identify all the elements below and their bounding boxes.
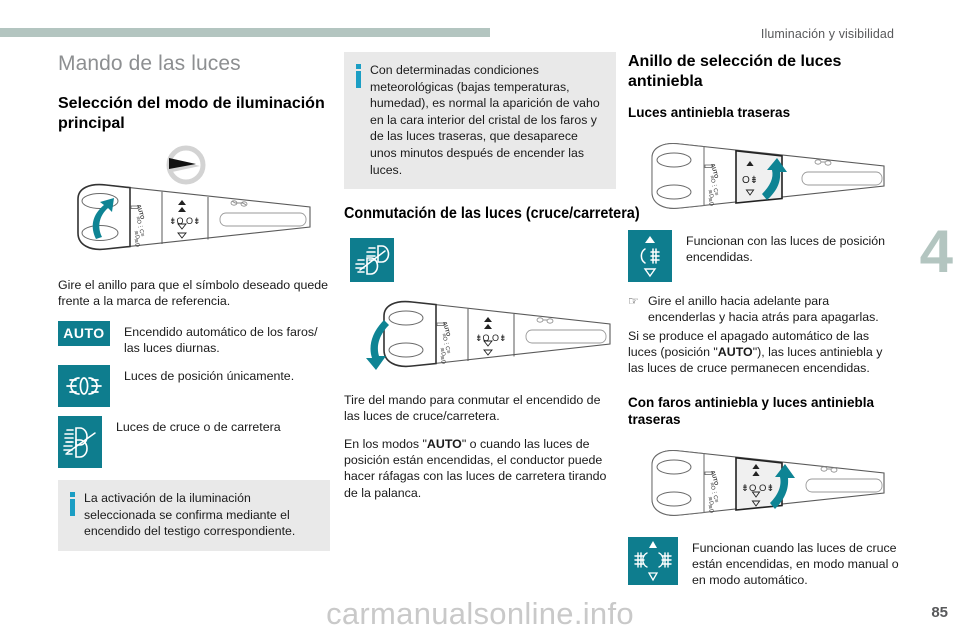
light-stalk-pull-illustration: AUTO ≡O⋮C≡ ≋D ≋D ⇟O O⇟ [344,292,616,378]
dipped-main-beam-icon [58,416,102,469]
section-title-light-control: Mando de las luces [58,52,241,75]
heading-fog-light-ring: Anillo de selección de luces antiniebla [628,53,842,90]
rear-fog-light-ring-icon [628,229,672,282]
note-box-left: La activación de la iluminación seleccio… [58,480,330,551]
auto-icon-label: AUTO [63,325,105,342]
paragraph-auto-off-bold: AUTO [717,345,753,360]
info-icon [70,492,75,518]
pointing-hand-icon: ☞ [628,293,639,308]
note-box-middle: Con determinadas condiciones meteorológi… [344,52,616,190]
column-left: Mando de las luces Selección del modo de… [58,52,330,567]
paragraph-auto-flash: En los modos "AUTO" o cuando las luces d… [344,436,616,502]
svg-text:≋D: ≋D [132,230,140,240]
paragraph-rotate-ring: Gire el anillo para que el símbolo desea… [58,278,329,309]
mode-caption-dipped-main: Luces de cruce o de carretera [116,420,281,435]
paragraph-pull-stalk: Tire del mando para conmutar el encendid… [344,392,601,424]
subheading-rear-fog-lights: Luces antiniebla traseras [628,105,791,121]
info-icon [356,64,361,90]
mode-row-dipped-main: Luces de cruce o de carretera [58,416,330,469]
chapter-number: 4 [919,218,953,285]
paragraph-auto-off-pre: Si se produce el apagado automático de l… [628,328,870,360]
page-number: 85 [931,604,948,621]
mode-caption-auto: Encendido automático de los faros/ las l… [124,324,318,355]
svg-text:≡O⋮C≡: ≡O⋮C≡ [134,216,145,237]
heading-main-lighting-mode: Selección del modo de iluminación princi… [58,95,325,132]
svg-text:⇟O O⇟: ⇟O O⇟ [741,483,774,494]
paragraph-auto-off: Si se produce el apagado automático de l… [628,328,900,377]
svg-text:≋D: ≋D [706,495,714,505]
paragraph-auto-flash-post: " o cuando las luces de posición están e… [344,436,607,500]
svg-text:≋D: ≋D [706,503,714,513]
header-accent-bar [0,28,490,37]
paragraph-auto-off-post: "), las luces antiniebla y las luces de … [628,345,883,376]
header-title: Iluminación y visibilidad [760,27,894,41]
svg-text:⇟O O⇟: ⇟O O⇟ [169,216,201,226]
svg-text:AUTO: AUTO [709,469,719,485]
position-lights-icon [58,365,110,408]
fog-row-front-rear: Funcionan cuando las luces de cruce está… [628,536,900,588]
bullet-rotate-ring: ☞ Gire el anillo hacia adelante para enc… [628,293,900,326]
fog-row-rear: Funcionan con las luces de posición ence… [628,229,900,282]
fog-caption-front-rear: Funcionan cuando las luces de cruce está… [692,540,899,587]
svg-text:≋D: ≋D [706,197,714,207]
svg-text:≡O⋮C≡: ≡O⋮C≡ [708,481,719,502]
front-rear-fog-ring-illustration: AUTO ≡O⋮C≡ ≋D ≋D ⇟O O⇟ [628,443,900,523]
note-text-middle: Con determinadas condiciones meteorológi… [370,63,600,177]
svg-text:≡O⋮C≡: ≡O⋮C≡ [708,175,719,196]
front-rear-fog-light-ring-icon [628,536,678,585]
heading-beam-switching: Conmutación de las luces (cruce/carreter… [344,205,640,223]
fog-caption-rear: Funcionan con las luces de posición ence… [686,233,886,265]
svg-text:≋D: ≋D [132,238,140,248]
paragraph-auto-flash-pre: En los modos " [344,436,427,451]
svg-text:≋D: ≋D [438,355,446,365]
svg-text:≡O⋮C≡: ≡O⋮C≡ [440,333,451,354]
mode-row-auto: AUTO Encendido automático de los faros/ … [58,320,330,356]
column-right: Anillo de selección de luces antiniebla … [628,52,900,597]
dipped-main-beam-switch-icon-wrap [350,237,616,282]
svg-text:≋D: ≋D [438,347,446,357]
dipped-main-beam-switch-icon [350,237,394,282]
bullet-rotate-ring-text: Gire el anillo hacia adelante para encen… [648,293,879,325]
watermark: carmanualsonline.info [326,596,634,631]
svg-text:⇟O O⇟: ⇟O O⇟ [475,333,507,343]
light-stalk-ring-rotate-illustration: AUTO ≡O⋮C≡ ≋D ≋D ⇟O O⇟ [58,143,330,263]
svg-text:AUTO: AUTO [441,321,451,337]
paragraph-auto-flash-bold: AUTO [426,436,462,451]
subheading-front-rear-fog: Con faros antiniebla y luces antiniebla … [628,394,875,427]
svg-text:≋D: ≋D [706,189,714,199]
column-middle: Con determinadas condiciones meteorológi… [344,52,640,512]
svg-text:AUTO: AUTO [709,163,719,179]
svg-text:AUTO: AUTO [135,204,145,220]
fog-ring-forward-illustration: AUTO ≡O⋮C≡ ≋D ≋D O⇟ [628,136,900,216]
auto-headlights-icon: AUTO [58,320,110,346]
mode-caption-position: Luces de posición únicamente. [124,369,295,384]
mode-row-position: Luces de posición únicamente. [58,365,330,408]
note-text-left: La activación de la iluminación seleccio… [84,491,296,539]
svg-text:O⇟: O⇟ [742,175,758,186]
